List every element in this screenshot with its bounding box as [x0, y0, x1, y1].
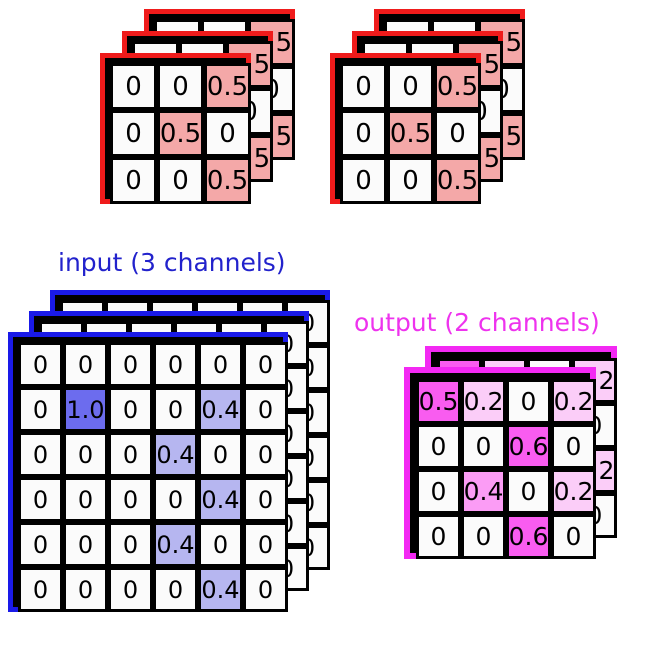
grid-cell: 0.5 — [434, 63, 481, 110]
grid-cell: 0.4 — [153, 522, 198, 567]
grid-cell: 0.5 — [416, 379, 461, 424]
grid-cell: 0.6 — [506, 424, 551, 469]
grid-cell: 0.2 — [461, 379, 506, 424]
kernel-1-stack: 000.500.50000.5000.500.50000.5000.500.50… — [100, 9, 295, 248]
grid-cell: 0 — [243, 342, 288, 387]
grid-cell: 0 — [340, 157, 387, 204]
grid-cell: 1.0 — [63, 387, 108, 432]
grid-cell: 0 — [387, 157, 434, 204]
grid-cell: 0 — [340, 110, 387, 157]
kernel-2-stack: 000.500.50000.5000.500.50000.5000.500.50… — [330, 9, 525, 248]
grid-cell: 0.5 — [387, 110, 434, 157]
grid-cell: 0 — [108, 477, 153, 522]
grid-cell: 0 — [243, 567, 288, 612]
grid-cell: 0 — [198, 432, 243, 477]
grid-cell: 0 — [108, 522, 153, 567]
grid-cell: 0 — [157, 157, 204, 204]
grid-cell: 0 — [18, 477, 63, 522]
grid-cell: 0 — [243, 477, 288, 522]
grid-cell: 0 — [506, 469, 551, 514]
grid-cell: 0 — [243, 522, 288, 567]
grid-cell: 0.6 — [506, 514, 551, 559]
grid-cell: 0 — [63, 477, 108, 522]
grid-cell: 0 — [63, 522, 108, 567]
grid-cell: 0 — [153, 477, 198, 522]
grid-cell: 0 — [434, 110, 481, 157]
grid-cell: 0.4 — [198, 387, 243, 432]
grid-cell: 0.2 — [551, 379, 596, 424]
grid-cell: 0 — [18, 522, 63, 567]
grid-cell: 0 — [153, 567, 198, 612]
grid-cell: 0 — [204, 110, 251, 157]
output-stack: 0.50.200.2000.6000.400.2000.600.50.200.2… — [404, 346, 617, 580]
grid-cell: 0.4 — [461, 469, 506, 514]
grid-cell: 0 — [551, 514, 596, 559]
grid-cell: 0 — [18, 387, 63, 432]
grid-cell: 0 — [63, 567, 108, 612]
grid-cell: 0.2 — [551, 469, 596, 514]
grid-cell: 0 — [416, 469, 461, 514]
grid-cell: 0 — [198, 342, 243, 387]
grid-cell: 0 — [108, 567, 153, 612]
grid-cell: 0.5 — [204, 157, 251, 204]
grid-cell: 0 — [506, 379, 551, 424]
grid-cell: 0 — [551, 424, 596, 469]
grid-cell: 0 — [461, 424, 506, 469]
grid-cell: 0 — [340, 63, 387, 110]
grid-cell: 0 — [243, 387, 288, 432]
grid-cell: 0 — [110, 157, 157, 204]
diagram-canvas: kernel 1 000.500.50000.5000.500.50000.50… — [8, 9, 617, 612]
grid-cell: 0 — [461, 514, 506, 559]
grid-cell: 0 — [387, 63, 434, 110]
grid-cell: 0 — [416, 424, 461, 469]
grid-cell: 0.4 — [153, 432, 198, 477]
grid-cell: 0 — [198, 522, 243, 567]
grid-cell: 0 — [243, 432, 288, 477]
input-title: input (3 channels) — [58, 248, 286, 277]
grid-cell: 0 — [18, 342, 63, 387]
grid-cell: 0 — [18, 432, 63, 477]
grid-cell: 0 — [108, 342, 153, 387]
grid-cell: 0 — [157, 63, 204, 110]
grid-cell: 0.4 — [198, 477, 243, 522]
grid-cell: 0 — [63, 432, 108, 477]
grid-cell: 0 — [108, 387, 153, 432]
grid-cell: 0 — [110, 110, 157, 157]
grid-cell: 0 — [153, 342, 198, 387]
grid-cell: 0.4 — [198, 567, 243, 612]
grid-cell: 0 — [63, 342, 108, 387]
grid-cell: 0 — [108, 432, 153, 477]
output-title: output (2 channels) — [354, 308, 600, 337]
grid-cell: 0 — [153, 387, 198, 432]
grid-cell: 0.5 — [434, 157, 481, 204]
grid-cell: 0.5 — [204, 63, 251, 110]
grid-cell: 0 — [18, 567, 63, 612]
grid-cell: 0.5 — [157, 110, 204, 157]
grid-cell: 0 — [416, 514, 461, 559]
grid-cell: 0 — [110, 63, 157, 110]
